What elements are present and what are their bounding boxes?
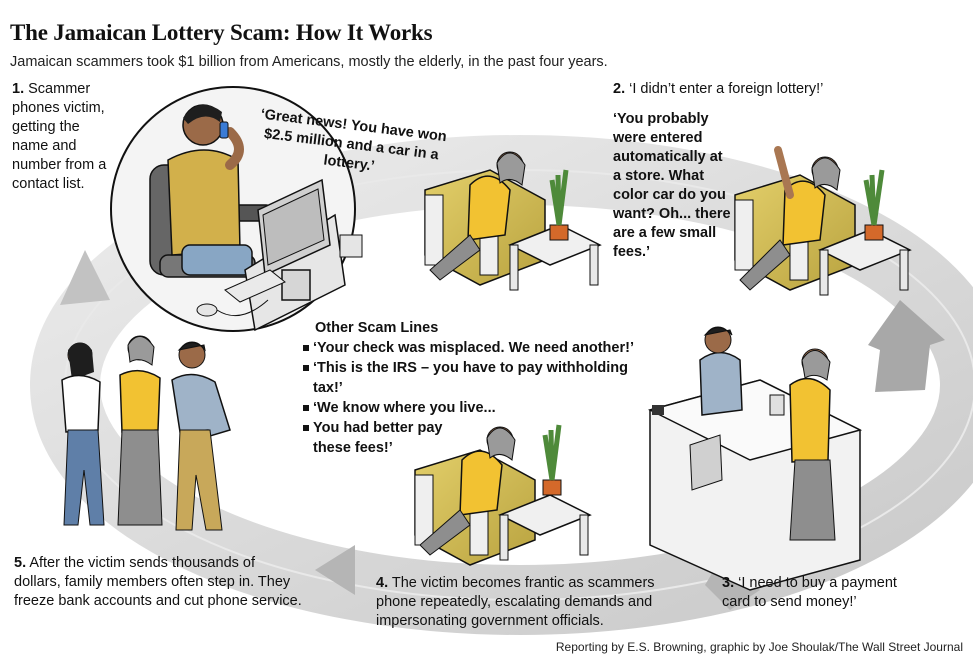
step-5: 5. After the victim sends thousands of d… bbox=[14, 554, 304, 611]
step-3-text: ‘I need to buy a payment card to send mo… bbox=[722, 575, 897, 610]
scam-line-item: You had better pay these fees!’ bbox=[300, 418, 453, 458]
step-4-number: 4. bbox=[376, 575, 389, 591]
credit-line: Reporting by E.S. Browning, graphic by J… bbox=[555, 640, 963, 654]
step-4: 4. The victim becomes frantic as scammer… bbox=[376, 574, 666, 631]
scam-line-item: ‘Your check was misplaced. We need anoth… bbox=[300, 338, 660, 358]
step-5-number: 5. bbox=[14, 555, 27, 571]
scam-line-item: ‘We know where you live... bbox=[300, 398, 660, 418]
step-1: 1. Scammer phones victim, getting the na… bbox=[12, 80, 107, 194]
other-scam-lines-heading: Other Scam Lines bbox=[315, 320, 439, 336]
other-scam-lines: Other Scam Lines ‘Your check was misplac… bbox=[300, 318, 660, 458]
scammer-reply-quote: ‘You probably were entered automatically… bbox=[613, 111, 731, 260]
step-3-number: 3. bbox=[722, 575, 735, 591]
arrow-left-icon bbox=[315, 545, 355, 595]
victim-chair-scene-2 bbox=[734, 146, 912, 296]
step-2: 2. ‘I didn’t enter a foreign lottery!’ bbox=[613, 80, 933, 99]
page-subtitle: Jamaican scammers took $1 billion from A… bbox=[10, 54, 608, 70]
step-2-text: ‘I didn’t enter a foreign lottery!’ bbox=[629, 81, 824, 97]
arrow-up-icon bbox=[60, 250, 110, 305]
step-1-number: 1. bbox=[12, 81, 25, 97]
victim-chair-scene-3 bbox=[414, 424, 592, 566]
step-3: 3. ‘I need to buy a payment card to send… bbox=[722, 574, 922, 612]
page-title: The Jamaican Lottery Scam: How It Works bbox=[10, 20, 433, 45]
step-4-text: The victim becomes frantic as scammers p… bbox=[376, 575, 655, 629]
scam-line-item: ‘This is the IRS – you have to pay withh… bbox=[300, 358, 660, 398]
store-counter-scene bbox=[647, 326, 863, 591]
step-1-text: Scammer phones victim, getting the name … bbox=[12, 81, 107, 192]
step-2-number: 2. bbox=[613, 81, 626, 97]
arrow-right-icon bbox=[868, 300, 945, 392]
victim-chair-scene-1 bbox=[424, 151, 602, 291]
family-scene bbox=[61, 335, 231, 531]
step-5-text: After the victim sends thousands of doll… bbox=[14, 555, 302, 609]
scammer-scene bbox=[110, 86, 363, 332]
